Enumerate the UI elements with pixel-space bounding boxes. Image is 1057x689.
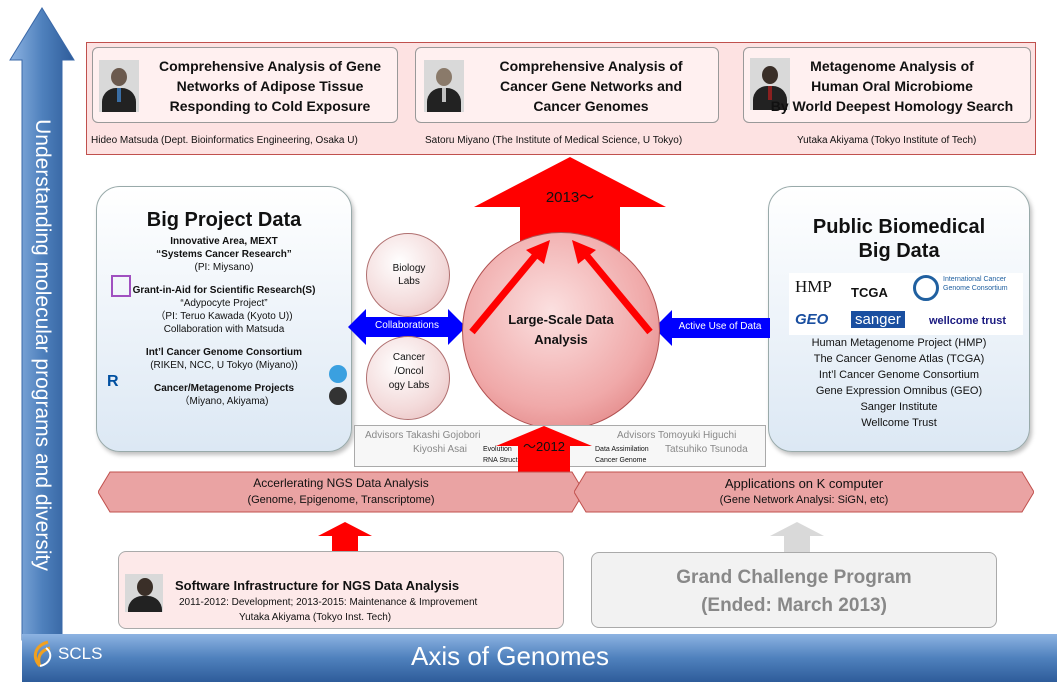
bp-line: （Miyano, Akiyama) [179,396,269,407]
scls-logo-text: SCLS [58,644,103,663]
project-title-line: Metagenome Analysis of [810,58,974,74]
author-akiyama: Yutaka Akiyama (Tokyo Institute of Tech) [797,135,977,146]
software-infrastructure-box: Software Infrastructure for NGS Data Ana… [118,551,564,629]
advisors-left-line1: Advisors Takashi Gojobori [365,430,481,441]
software-line1: 2011-2012: Development; 2013-2015: Maint… [179,597,478,608]
ngs-analysis-ribbon: Accerlerating NGS Data Analysis (Genome,… [98,470,584,514]
sanger-logo: sanger [851,311,905,328]
public-data-item: The Cancer Genome Atlas (TCGA) [813,353,985,365]
bp-line: Grant-in-Aid for Scientific Research(S) [132,285,316,296]
kcomputer-ribbon: Applications on K computer (Gene Network… [574,470,1034,514]
advisors-right-line2: Tatsuhiko Tsunoda [665,444,748,455]
public-data-title-line: Public Biomedical [812,216,986,238]
cancer-center-emblem-icon [329,387,347,405]
project-title-line: Human Oral Microbiome [811,78,973,94]
upward-arrow-2012-label: ～2012 [523,439,565,454]
ngs-ribbon-title: Accerlerating NGS Data Analysis [253,476,429,490]
public-data-item: Gene Expression Omnibus (GEO) [815,385,983,397]
icgc-logo: International Cancer Genome Consortium [943,276,1008,292]
large-scale-analysis-label: Large-Scale Data Analysis [508,312,614,347]
advisors-left-tag2: RNA Structure [483,457,528,464]
vertical-axis-label: Understanding molecular programs and div… [31,119,54,571]
portrait-akiyama-small [125,574,163,612]
project-title-line: Responding to Cold Exposure [169,98,371,114]
research-projects-band: Comprehensive Analysis of Gene Networks … [86,42,1036,155]
active-use-arrow [654,310,770,346]
portrait-akiyama [750,58,790,110]
project-title-line: Comprehensive Analysis of Gene [159,58,381,74]
tcga-logo: TCGA [851,285,888,300]
bp-line: (PI: Miysano) [194,262,254,273]
project-title-line: Networks of Adipose Tissue [176,78,364,94]
big-project-data-box: Big Project Data Innovative Area, MEXT “… [96,186,352,452]
horizontal-axis-label: Axis of Genomes [411,641,609,671]
upward-arrow-2012 [496,426,592,474]
project-title-line: Cancer Genomes [533,98,649,114]
bp-line: Int’l Cancer Genome Consortium [145,347,303,358]
institute-emblem-icon [329,365,347,383]
cancer-labs-label: Cancer /Oncol ogy Labs [388,352,430,391]
wellcome-logo: wellcome trust [929,315,1007,327]
advisors-right-tag2: Cancer Genome [595,457,647,464]
horizontal-axis-arrow [22,634,1057,682]
inner-arrows [469,240,653,335]
kcomputer-ribbon-subtitle: (Gene Network Analysi: SiGN, etc) [719,494,889,506]
public-data-item: Int’l Cancer Genome Consortium [818,369,980,381]
hmp-logo: HMP [795,277,832,296]
bp-line: Cancer/Metagenome Projects [153,383,295,394]
systems-cancer-logo-icon [111,275,131,297]
vertical-axis-arrow [9,7,75,641]
project-title-line: Comprehensive Analysis of [499,58,683,74]
data-logos-panel: HMP TCGA International Cancer Genome Con… [789,273,1023,335]
author-miyano: Satoru Miyano (The Institute of Medical … [425,135,683,146]
big-project-title: Big Project Data [146,209,302,231]
public-data-item: Human Metagenome Project (HMP) [811,337,987,349]
software-line2: Yutaka Akiyama (Tokyo Inst. Tech) [239,612,392,623]
public-data-item: Sanger Institute [860,401,938,413]
collaborations-label: Collaborations [375,320,439,331]
author-matsuda: Hideo Matsuda (Dept. Bioinformatics Engi… [91,135,358,146]
ngs-ribbon-subtitle: (Genome, Epigenome, Transcriptome) [247,494,435,506]
bp-line: Innovative Area, MEXT [170,236,278,247]
project-title-line: By World Deepest Homology Search [770,98,1014,114]
advisors-left-line2: Kiyoshi Asai [413,444,467,455]
project-card-metagenome: Metagenome Analysis of Human Oral Microb… [743,47,1031,123]
project-card-adipose: Comprehensive Analysis of Gene Networks … [92,47,398,123]
kcomputer-ribbon-title: Applications on K computer [724,476,884,491]
advisors-right-tag1: Data Assimilation [595,446,649,453]
software-title: Software Infrastructure for NGS Data Ana… [175,578,460,593]
upward-arrow-label: 2013～ [545,189,595,206]
software-up-arrow [318,522,372,552]
riken-logo-icon: R [107,373,119,390]
public-data-item: Wellcome Trust [861,417,937,429]
bp-line: “Adypocyte Project” [180,298,268,309]
geo-logo: GEO [795,311,829,328]
public-data-title-line: Big Data [858,240,940,262]
cancer-labs-circle: Cancer /Oncol ogy Labs [366,336,450,420]
grand-challenge-line1: Grand Challenge Program [676,567,912,588]
bp-line: “Systems Cancer Research” [156,249,292,260]
portrait-matsuda [99,60,139,112]
bp-line: Collaboration with Matsuda [163,324,285,335]
advisors-right-line1: Advisors Tomoyuki Higuchi [617,430,737,441]
grand-challenge-up-arrow [770,522,824,552]
bp-line: (RIKEN, NCC, U Tokyo (Miyano)) [150,360,298,371]
advisors-left-tag1: Evolution [483,446,512,453]
biology-labs-circle: Biology Labs [366,233,450,317]
public-biomedical-data-box: Public Biomedical Big Data HMP TCGA Inte… [768,186,1030,452]
bp-line: （PI: Teruo Kawada (Kyoto U)) [155,311,293,322]
portrait-miyano [424,60,464,112]
grand-challenge-line2: (Ended: March 2013) [701,595,887,616]
project-title-line: Cancer Gene Networks and [499,78,683,94]
scls-logo: SCLS [28,638,118,670]
project-card-cancer: Comprehensive Analysis of Cancer Gene Ne… [415,47,719,123]
icgc-logo-icon [913,275,939,301]
public-data-title: Public Biomedical Big Data [769,215,1029,263]
scls-swirl-icon [33,640,52,668]
biology-labs-label: Biology Labs [392,263,426,287]
active-use-label: Active Use of Data [678,321,762,332]
large-scale-analysis-circle [462,232,660,430]
collaborations-arrow [348,309,466,345]
grand-challenge-box: Grand Challenge Program (Ended: March 20… [591,552,997,628]
